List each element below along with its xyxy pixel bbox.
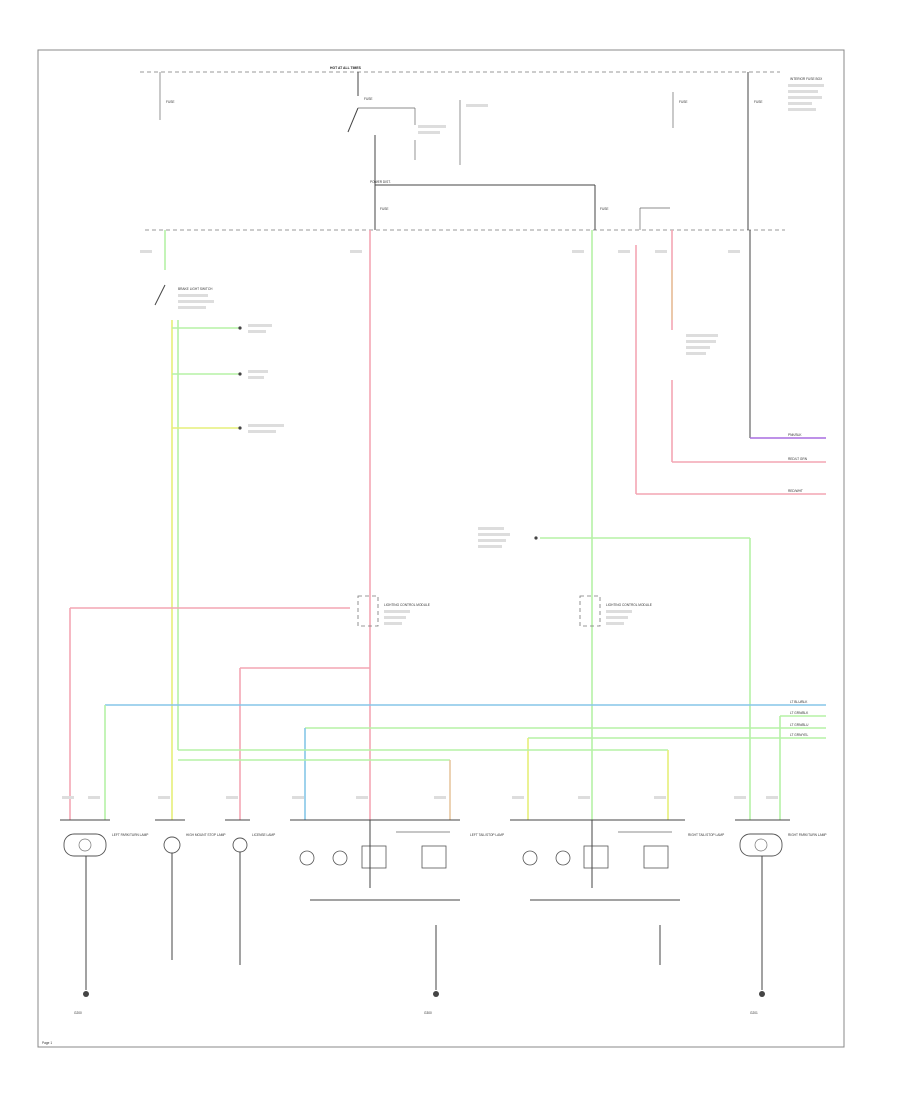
- svg-text:BRAKE LIGHT SWITCH: BRAKE LIGHT SWITCH: [178, 287, 213, 291]
- page-id: Page 1: [42, 1041, 52, 1045]
- svg-text:LEFT PARK/TURN LAMP: LEFT PARK/TURN LAMP: [112, 833, 148, 837]
- fuse-2-switch: FUSE: [347, 72, 488, 185]
- switch-branches: [172, 324, 284, 433]
- green-loop: [478, 527, 751, 820]
- offpage-label-6: LT GRN/BLU: [790, 723, 809, 727]
- brake-light-switch: BRAKE LIGHT SWITCH: [154, 230, 214, 309]
- svg-text:FUSE: FUSE: [754, 100, 763, 104]
- offpage-label-5: LT GRN/BLK: [790, 711, 809, 715]
- offpage-label-1: PNK/BLK: [788, 433, 802, 437]
- fuse-3: FUSE: [672, 92, 688, 128]
- right-note: INTERIOR FUSE BOX: [790, 77, 823, 81]
- license-lamp: LICENSE LAMP: [232, 833, 275, 965]
- right-note-lines: [788, 84, 824, 111]
- ground-right: G201: [750, 991, 765, 1015]
- offpage-label-7: LT GRN/YEL: [790, 733, 809, 737]
- svg-text:RIGHT PARK/TURN LAMP: RIGHT PARK/TURN LAMP: [788, 833, 827, 837]
- ground-left: G200: [74, 991, 89, 1015]
- offpage-label-3: RED/WHT: [788, 489, 803, 493]
- offpage-label-2: RED/LT GRN: [788, 457, 808, 461]
- fuse-4: FUSE: [747, 72, 763, 230]
- svg-text:POWER DIST.: POWER DIST.: [370, 180, 391, 184]
- fuse-1: FUSE: [159, 72, 175, 120]
- svg-text:G300: G300: [424, 1011, 432, 1015]
- svg-text:LEFT TAIL/STOP LAMP: LEFT TAIL/STOP LAMP: [470, 833, 504, 837]
- svg-text:FUSE: FUSE: [679, 100, 688, 104]
- lighting-module-left: LIGHTING CONTROL MODULE: [357, 595, 430, 627]
- right-wires: [635, 230, 826, 495]
- svg-text:LICENSE LAMP: LICENSE LAMP: [252, 833, 275, 837]
- junction-block: POWER DIST. FUSE FUSE: [370, 180, 670, 230]
- left-park-turn-lamp: LEFT PARK/TURN LAMP: [63, 833, 148, 990]
- diagram-frame: [37, 49, 845, 1048]
- svg-text:FUSE: FUSE: [600, 207, 609, 211]
- pink-license-branch: [239, 667, 370, 820]
- connector-labels: [62, 796, 778, 799]
- ground-center: G300: [424, 991, 439, 1015]
- svg-text:FUSE: FUSE: [380, 207, 389, 211]
- svg-text:FUSE: FUSE: [166, 100, 175, 104]
- green-horizontals: [178, 715, 826, 820]
- right-tail-stop-lamp: RIGHT TAIL/STOP LAMP: [522, 820, 724, 965]
- svg-text:G200: G200: [74, 1011, 82, 1015]
- svg-text:RIGHT TAIL/STOP LAMP: RIGHT TAIL/STOP LAMP: [688, 833, 724, 837]
- bus-wire-labels: [140, 250, 740, 253]
- svg-text:FUSE: FUSE: [364, 97, 373, 101]
- svg-text:G201: G201: [750, 1011, 758, 1015]
- svg-text:LIGHTING CONTROL MODULE: LIGHTING CONTROL MODULE: [384, 603, 430, 607]
- blue-wire: [104, 704, 826, 820]
- svg-text:LIGHTING CONTROL MODULE: LIGHTING CONTROL MODULE: [606, 603, 652, 607]
- top-bus-label: HOT AT ALL TIMES: [330, 66, 362, 70]
- right-park-turn-lamp: RIGHT PARK/TURN LAMP: [739, 833, 827, 990]
- pink-left-branch: [69, 607, 350, 820]
- offpage-label-4: LT BLU/BLK: [790, 700, 808, 704]
- lighting-module-right: LIGHTING CONTROL MODULE: [579, 595, 652, 627]
- high-mount-stop-lamp: HIGH MOUNT STOP LAMP: [163, 833, 226, 960]
- left-tail-stop-lamp: LEFT TAIL/STOP LAMP: [299, 820, 504, 990]
- svg-text:HIGH MOUNT STOP LAMP: HIGH MOUNT STOP LAMP: [186, 833, 226, 837]
